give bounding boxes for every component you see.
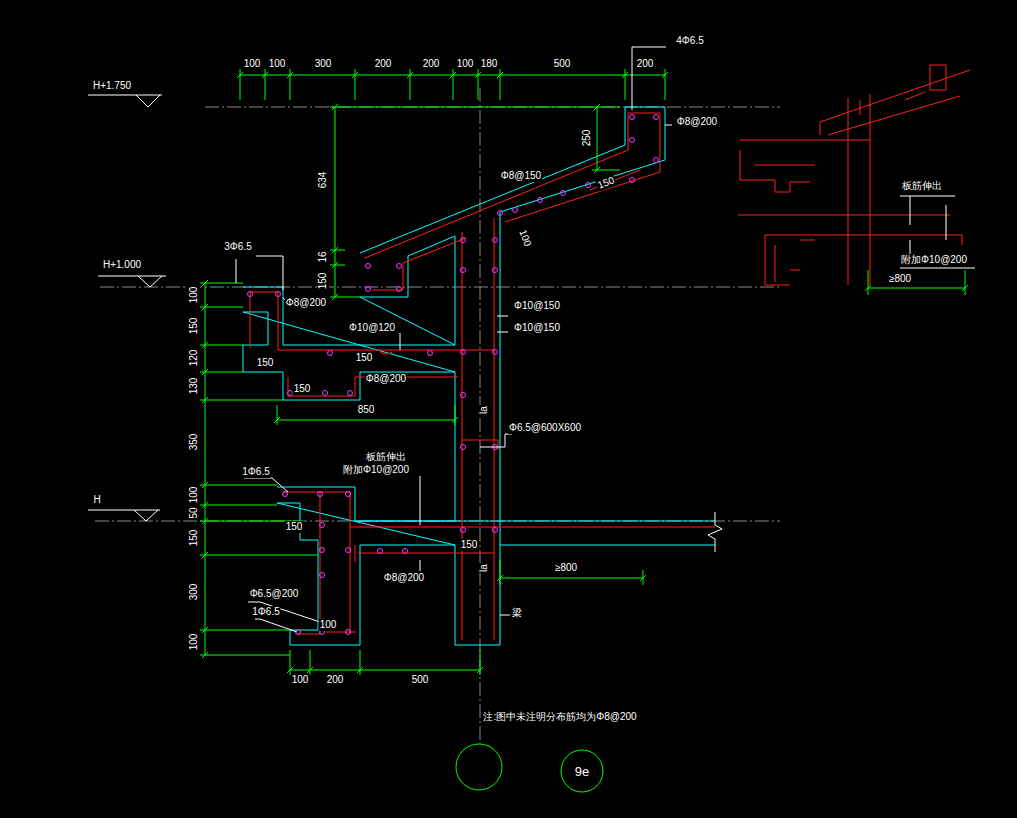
- drawing-label: 350: [188, 433, 200, 452]
- concrete-outline: [360, 107, 665, 645]
- inset-line: [900, 196, 975, 268]
- drawing-label: 150: [293, 383, 312, 395]
- drawing-label: 150: [256, 357, 275, 369]
- dimension-line: [274, 405, 458, 425]
- drawing-label: 150: [317, 272, 329, 291]
- drawing-label: 150: [595, 174, 617, 192]
- drawing-label: la: [478, 563, 490, 573]
- bubble-text: 9e: [575, 764, 589, 779]
- drawing-label: 3Φ6.5: [223, 241, 252, 253]
- dimension-line: [497, 560, 646, 585]
- concrete-outline: [243, 287, 455, 400]
- drawing-label: Φ6.5@600X600: [508, 422, 582, 434]
- drawing-label: 120: [188, 349, 200, 368]
- drawing-label: Φ10@150: [513, 322, 561, 334]
- drawing-label: ≥800: [888, 273, 912, 285]
- axis-bubble: [456, 744, 502, 790]
- dimension-line: [330, 104, 620, 300]
- rebar: [250, 292, 494, 396]
- drawing-label: 100: [456, 58, 475, 70]
- drawing-label: H: [92, 494, 101, 506]
- dimension-line: [865, 270, 968, 295]
- dimension-line: [200, 280, 318, 658]
- drawing-label: 100: [188, 633, 200, 652]
- drawing-label: 200: [374, 58, 393, 70]
- drawing-label: 注:图中未注明分布筋均为Φ8@200: [482, 711, 637, 723]
- drawing-label: 1Φ6.5: [251, 606, 280, 618]
- drawing-label: 16: [317, 250, 329, 263]
- drawing-label: 附加Φ10@200: [342, 464, 410, 476]
- axis-line: [480, 88, 481, 744]
- bubble-circle: [561, 750, 603, 792]
- rebar: [462, 218, 498, 640]
- rebar-dots: [248, 115, 659, 635]
- drawing-label: 180: [480, 58, 499, 70]
- drawing-label: Φ8@150: [500, 170, 542, 182]
- drawing-label: 板筋伸出: [365, 451, 407, 463]
- drawing-label: 150: [188, 317, 200, 336]
- leader-line: [236, 259, 237, 283]
- break-mark: [708, 512, 722, 552]
- axis-bubble: 9e: [560, 749, 604, 793]
- drawing-label: 150: [355, 352, 374, 364]
- drawing-label: 250: [581, 129, 593, 148]
- drawing-label: 4Φ6.5: [675, 35, 704, 47]
- drawing-label: 100: [243, 58, 262, 70]
- drawing-label: 200: [326, 674, 345, 686]
- drawing-label: 850: [357, 404, 376, 416]
- rebar: [365, 113, 660, 290]
- drawing-label: 50: [188, 506, 200, 519]
- drawing-label: 梁: [511, 607, 523, 619]
- drawing-label: 150: [188, 529, 200, 548]
- drawing-label: 150: [460, 539, 479, 551]
- drawing-label: 500: [553, 58, 572, 70]
- drawing-label: 634: [317, 171, 329, 190]
- drawing-label: 100: [268, 58, 287, 70]
- drawing-label: 100: [516, 227, 534, 249]
- drawing-label: 100: [319, 619, 338, 631]
- drawing-label: 200: [422, 58, 441, 70]
- drawing-label: 130: [188, 377, 200, 396]
- drawing-label: 100: [291, 674, 310, 686]
- drawing-label: Φ8@200: [365, 373, 407, 385]
- inset-rebar: [738, 65, 970, 285]
- drawing-label: la: [478, 405, 490, 415]
- leader-line: [244, 47, 672, 632]
- drawing-label: Φ10@150: [513, 300, 561, 312]
- dimension-line: [592, 104, 620, 173]
- drawing-label: 板筋伸出: [901, 180, 943, 192]
- drawing-label: 200: [636, 58, 655, 70]
- elevation-mark: [88, 95, 166, 521]
- drawing-label: 100: [188, 486, 200, 505]
- drawing-label: Φ6.5@200: [249, 588, 300, 600]
- dimension-line: [237, 69, 668, 100]
- drawing-label: 300: [314, 58, 333, 70]
- drawing-label: Φ8@200: [676, 116, 718, 128]
- drawing-label: 附加Φ10@200: [900, 254, 968, 266]
- drawing-label: 150: [285, 521, 304, 533]
- rebar: [283, 492, 715, 634]
- drawing-label: H+1.750: [92, 80, 132, 92]
- drawing-label: Φ8@200: [285, 297, 327, 309]
- drawing-label: 1Φ6.5: [241, 466, 270, 478]
- drawing-label: Φ10@120: [348, 322, 396, 334]
- drawing-label: H+1.000: [102, 259, 142, 271]
- drawing-label: 300: [188, 583, 200, 602]
- dimension-line: [287, 650, 483, 675]
- level-line: [95, 107, 780, 521]
- drawing-label: ≥800: [554, 562, 578, 574]
- drawing-label: 100: [188, 286, 200, 305]
- drawing-label: Φ8@200: [383, 572, 425, 584]
- concrete-outline: [277, 487, 715, 645]
- drawing-label: 500: [411, 674, 430, 686]
